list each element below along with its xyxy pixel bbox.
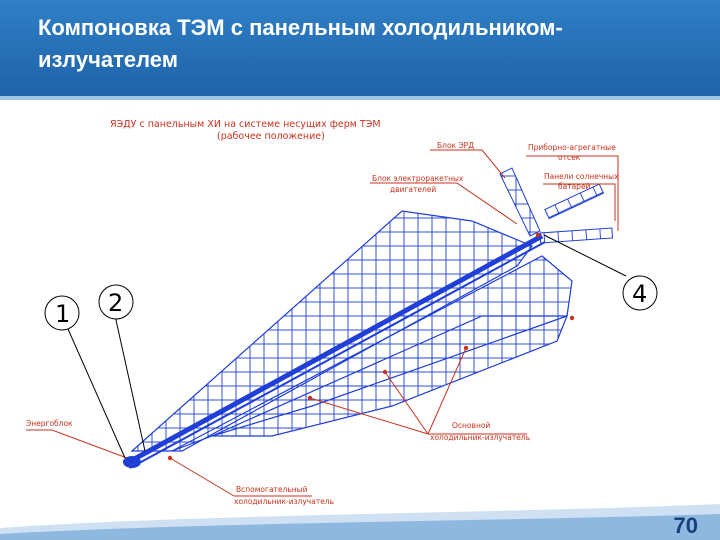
- energoblock-shape: [123, 456, 141, 468]
- annotation-leaders: [26, 149, 619, 497]
- label-solar-panels-2: батарей: [558, 182, 591, 191]
- label-transport-stand: Приборно-агрегатные: [528, 143, 616, 152]
- label-solar-panels: Панели солнечных: [544, 172, 619, 181]
- callout-2: 2: [98, 284, 134, 320]
- svg-text:2: 2: [108, 289, 123, 317]
- page-number: 70: [673, 513, 698, 538]
- slide-title: Компоновка ТЭМ с панельным холодильником…: [38, 15, 563, 72]
- svg-text:1: 1: [55, 300, 70, 328]
- diagram-header-2: (рабочее положение): [217, 131, 325, 142]
- footer-wave: [0, 504, 720, 540]
- label-transport-stand-2: отсек: [558, 153, 581, 162]
- svg-text:4: 4: [632, 280, 647, 308]
- callout-1: 1: [44, 295, 80, 331]
- label-erd-block: Блок ЭРД: [437, 141, 474, 150]
- diagram-figure: ЯЭДУ с панельным ХИ на системе несущих ф…: [12, 106, 666, 518]
- label-main-radiator: Основной: [452, 421, 490, 430]
- label-em-block: Блок электроракетных: [372, 174, 464, 183]
- header-divider: [0, 96, 720, 100]
- label-aux-radiator-2: холодильник-излучатель: [234, 497, 334, 506]
- label-energoblock: Энергоблок: [26, 419, 73, 428]
- central-truss: [125, 233, 546, 469]
- label-main-radiator-2: холодильник-излучатель: [430, 433, 530, 442]
- solar-panel-boom: [499, 167, 614, 244]
- main-radiator-panels: [130, 210, 573, 452]
- black-leaders: [63, 234, 627, 459]
- label-aux-radiator: Вспомогательный: [236, 485, 308, 494]
- diagram-header-1: ЯЭДУ с панельным ХИ на системе несущих ф…: [110, 119, 381, 130]
- callout-4: 4: [622, 275, 658, 311]
- label-em-block-2: двигателей: [390, 185, 436, 194]
- slide-header: [0, 0, 720, 96]
